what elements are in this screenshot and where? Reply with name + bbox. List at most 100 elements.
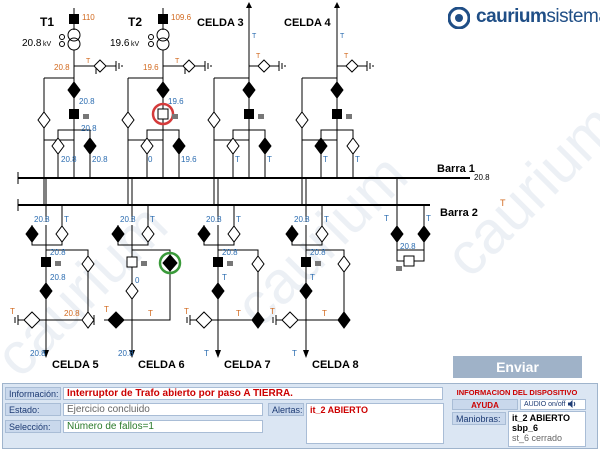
- selected-switch-highlight: [158, 251, 182, 275]
- svg-text:20.8: 20.8: [400, 242, 416, 251]
- bus-2-label: Barra 2: [440, 207, 478, 219]
- svg-text:20.8: 20.8: [81, 124, 97, 133]
- transformer-t2-kv-unit: kV: [131, 41, 140, 48]
- transformer-t2[interactable]: T2 109.6 19.6 kV 19.6: [110, 8, 192, 178]
- transformer-winding-icon: [67, 37, 81, 51]
- watermark-text: caurium: [432, 91, 600, 289]
- svg-text:T: T: [340, 33, 345, 40]
- lock-icon: [83, 114, 352, 119]
- svg-text:T: T: [235, 155, 240, 164]
- svg-text:T: T: [323, 155, 328, 164]
- svg-text:T: T: [150, 215, 155, 224]
- audio-toggle-label: AUDIO on/off: [524, 401, 566, 408]
- disconnector-open-icon[interactable]: [37, 111, 360, 155]
- speaker-icon: [568, 400, 576, 409]
- audio-toggle[interactable]: AUDIO on/off: [520, 399, 586, 410]
- transformer-t1[interactable]: T1 110 20.8 kV 20.8: [22, 8, 95, 178]
- svg-text:T: T: [384, 214, 389, 223]
- brand-logo: cauriumsistemas: [446, 4, 600, 32]
- svg-text:T: T: [86, 58, 91, 65]
- transformer-t1-label: T1: [40, 15, 54, 29]
- breaker-closed-icon[interactable]: [158, 14, 168, 24]
- transformer-t2-label: T2: [128, 15, 142, 29]
- cell-4-label: CELDA 4: [284, 17, 332, 29]
- svg-text:T: T: [222, 273, 227, 282]
- svg-text:0: 0: [135, 276, 140, 285]
- transformer-winding-icon: [156, 28, 170, 42]
- device-info-header[interactable]: INFORMACION DEL DISPOSITIVO: [456, 388, 578, 397]
- svg-text:T: T: [426, 214, 431, 223]
- single-line-diagram: caurium caurium caurium Barra 1 20.8 Bar…: [0, 2, 600, 382]
- svg-text:20.8: 20.8: [50, 273, 66, 282]
- svg-text:T: T: [204, 349, 209, 358]
- svg-text:T: T: [292, 349, 297, 358]
- svg-text:T: T: [148, 309, 153, 318]
- bus-bars: [18, 177, 470, 206]
- maniobra-item: st_6 cerrado: [512, 433, 563, 443]
- transformer-t2-kv: 19.6: [110, 38, 130, 49]
- alertas-label: Alertas:: [268, 403, 304, 416]
- maniobra-item: sbp_6: [512, 423, 539, 433]
- maniobras-label: Maniobras:: [452, 412, 506, 425]
- svg-text:20.8: 20.8: [206, 215, 222, 224]
- svg-text:20.8: 20.8: [61, 155, 77, 164]
- maniobra-item: it_2 ABIERTO: [512, 413, 571, 423]
- svg-text:T: T: [344, 53, 349, 60]
- alertas-field: it_2 ABIERTO: [306, 403, 444, 444]
- cell-3-label: CELDA 3: [197, 17, 244, 29]
- seleccion-field: Número de fallos=1: [63, 420, 263, 433]
- estado-label: Estado:: [5, 403, 61, 416]
- cell-8-label: CELDA 8: [312, 359, 359, 371]
- svg-text:T: T: [184, 307, 189, 316]
- maniobras-list[interactable]: it_2 ABIERTO sbp_6 st_6 cerrado: [508, 411, 586, 447]
- svg-text:19.6: 19.6: [168, 97, 184, 106]
- lock-icon: [55, 261, 402, 271]
- help-button[interactable]: AYUDA: [452, 399, 518, 410]
- brand-name: cauriumsistemas: [476, 6, 600, 27]
- info-field: Interruptor de Trafo abierto por paso A …: [63, 387, 443, 400]
- svg-text:20.8: 20.8: [294, 215, 310, 224]
- disconnector-open-icon[interactable]: [23, 225, 351, 329]
- svg-text:20.8: 20.8: [50, 248, 66, 257]
- t-mark: T: [500, 198, 506, 208]
- svg-text:T: T: [252, 33, 257, 40]
- svg-text:T: T: [267, 155, 272, 164]
- breaker-open-icon[interactable]: [157, 108, 169, 120]
- svg-text:T: T: [236, 309, 241, 318]
- breaker-open-icon[interactable]: [126, 256, 138, 268]
- svg-text:20.8: 20.8: [30, 349, 46, 358]
- svg-text:T: T: [175, 58, 180, 65]
- disconnector-closed-icon[interactable]: [67, 81, 344, 155]
- svg-text:20.8: 20.8: [64, 309, 80, 318]
- cell-6-label: CELDA 6: [138, 359, 185, 371]
- svg-text:T: T: [270, 307, 275, 316]
- svg-text:20.8: 20.8: [310, 248, 326, 257]
- breaker-closed-icon[interactable]: [69, 14, 79, 24]
- earth-switch-icon[interactable]: [93, 59, 359, 73]
- svg-text:T: T: [256, 53, 261, 60]
- svg-text:T: T: [310, 273, 315, 282]
- svg-text:20.8: 20.8: [92, 155, 108, 164]
- transformer-t1-low-value: 20.8: [54, 63, 70, 72]
- svg-text:20.8: 20.8: [120, 215, 136, 224]
- svg-text:T: T: [64, 215, 69, 224]
- svg-text:T: T: [10, 307, 15, 316]
- svg-text:0: 0: [148, 155, 153, 164]
- brand-logo-icon: [448, 7, 470, 29]
- svg-text:T: T: [104, 305, 109, 314]
- disconnector-closed-icon[interactable]: [25, 225, 431, 329]
- transformer-t2-low-value: 19.6: [143, 63, 159, 72]
- breaker-closed-icon[interactable]: [41, 257, 311, 267]
- estado-field: Ejercicio concluido: [63, 403, 263, 416]
- transformer-t1-top-value: 110: [82, 13, 95, 22]
- bus-1-value: 20.8: [474, 173, 490, 182]
- svg-text:T: T: [355, 155, 360, 164]
- bus-1-label: Barra 1: [437, 163, 475, 175]
- transformer-t1-kv-unit: kV: [43, 41, 52, 48]
- svg-text:20.8: 20.8: [79, 97, 95, 106]
- breaker-closed-icon[interactable]: [69, 109, 342, 119]
- svg-text:20.8: 20.8: [222, 248, 238, 257]
- svg-text:T: T: [236, 215, 241, 224]
- send-button[interactable]: Enviar: [453, 356, 582, 378]
- info-label: Información:: [5, 387, 61, 400]
